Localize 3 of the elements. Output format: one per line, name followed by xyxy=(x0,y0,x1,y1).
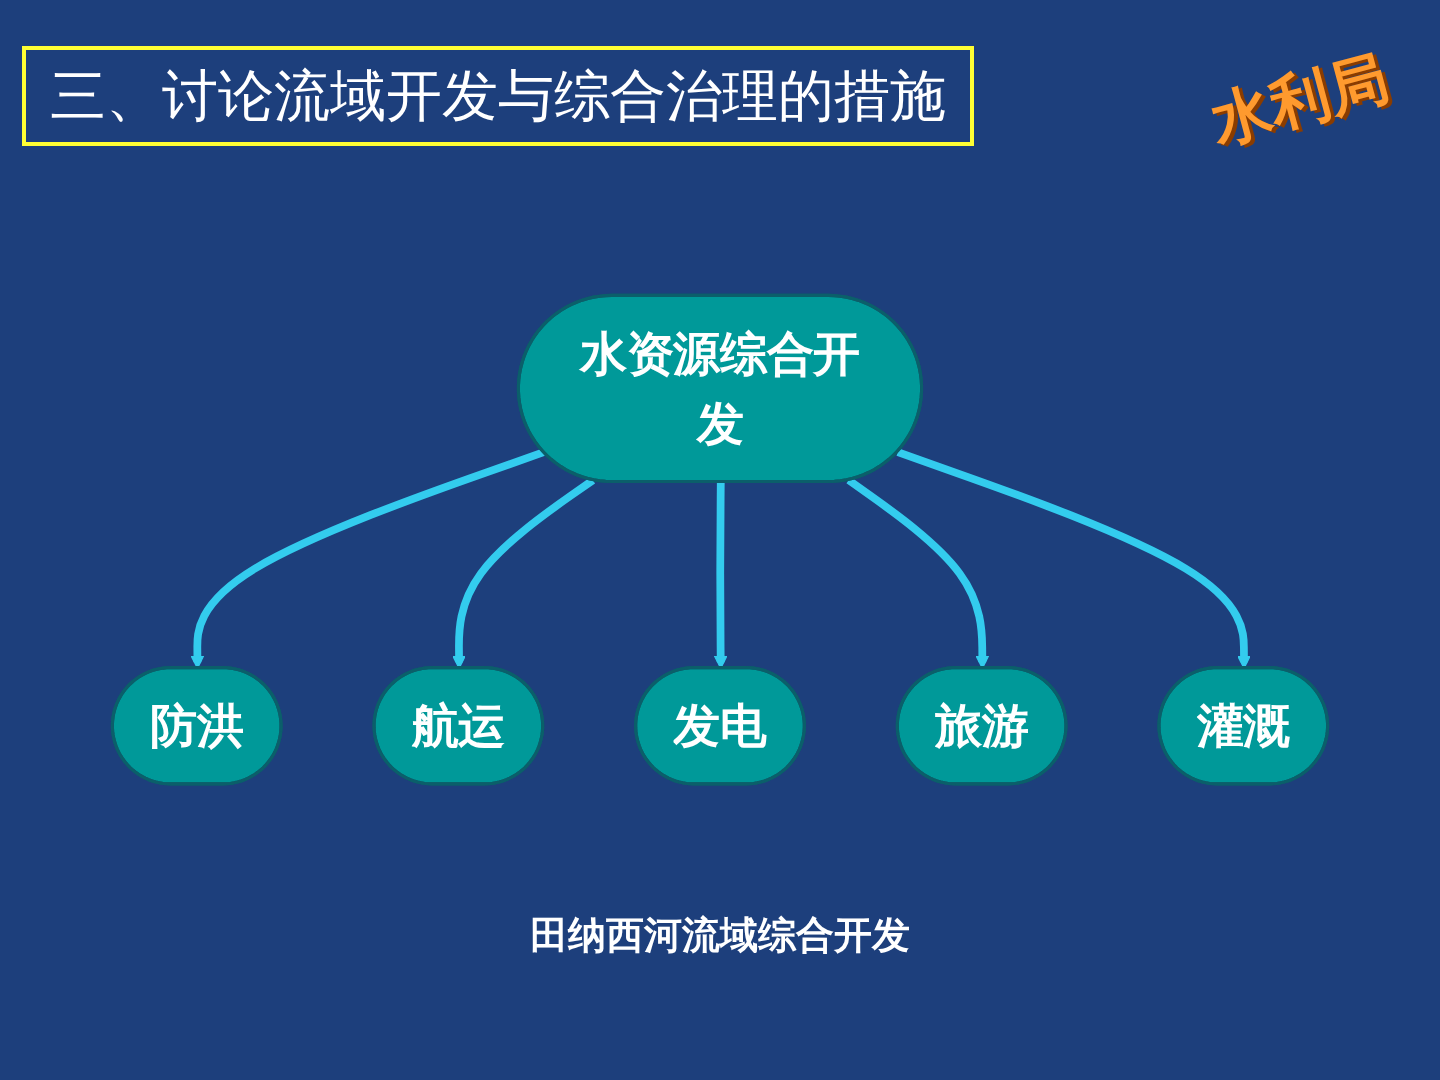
title: 三、讨论流域开发与综合治理的措施 xyxy=(22,46,974,146)
word-art-label: 水利局 xyxy=(1202,40,1397,159)
caption: 田纳西河流域综合开发 xyxy=(530,913,910,957)
